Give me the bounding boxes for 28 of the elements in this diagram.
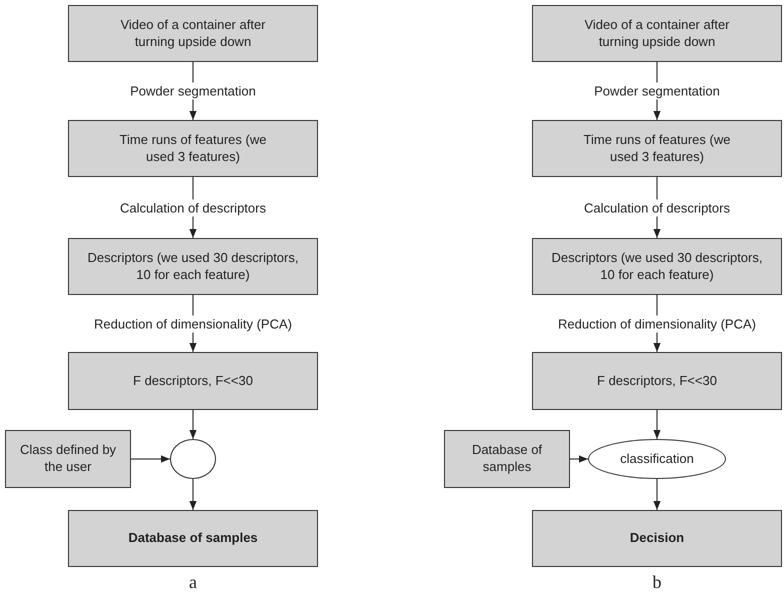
arrow: [653, 410, 661, 440]
arrow: [189, 478, 197, 510]
arrow: [570, 455, 588, 463]
process-box: Video of a container after turning upside down: [68, 5, 318, 62]
arrow: [130, 455, 170, 463]
process-box: Descriptors (we used 30 descriptors, 10 for each feature): [68, 238, 318, 295]
process-box: Decision: [532, 510, 782, 567]
process-box: Video of a container after turning upside down: [532, 5, 782, 62]
process-box: F descriptors, F<<30: [532, 352, 782, 410]
process-box: Database of samples: [444, 430, 570, 488]
panel-label: a: [189, 572, 197, 593]
arrow: [653, 478, 661, 510]
process-box: Time runs of features (we used 3 features): [68, 120, 318, 177]
process-ellipse: classification: [588, 439, 726, 479]
process-box: F descriptors, F<<30: [68, 352, 318, 410]
process-box: Class defined by the user: [5, 430, 131, 488]
process-box: Time runs of features (we used 3 features): [532, 120, 782, 177]
edge-label: Calculation of descriptors: [118, 199, 268, 216]
process-box: Descriptors (we used 30 descriptors, 10 for each feature): [532, 238, 782, 295]
edge-label: Powder segmentation: [128, 82, 258, 100]
junction-circle: [170, 439, 216, 479]
edge-label: Calculation of descriptors: [582, 199, 732, 216]
arrow: [189, 410, 197, 440]
panel-label: b: [652, 572, 662, 593]
edge-label: Powder segmentation: [592, 82, 722, 100]
edge-label: Reduction of dimensionality (PCA): [92, 315, 294, 332]
process-box: Database of samples: [68, 510, 318, 567]
edge-label: Reduction of dimensionality (PCA): [556, 315, 758, 332]
